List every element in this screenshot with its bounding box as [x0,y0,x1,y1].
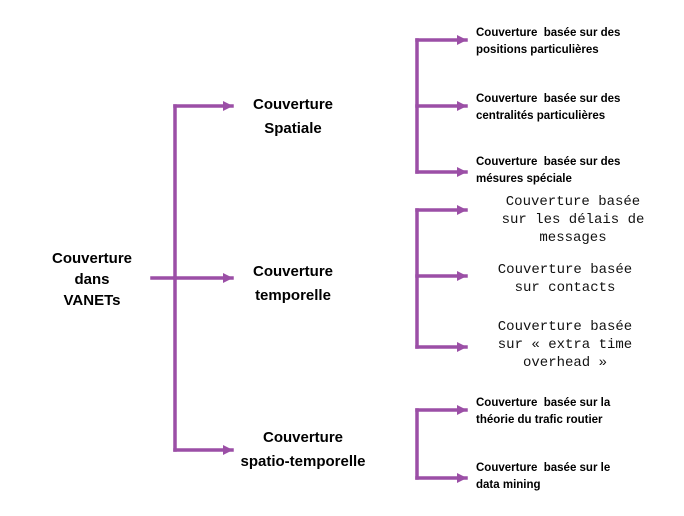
leaf-spatial-positions: Couverture basée sur des positions parti… [476,27,621,56]
root-node: Couverture dans VANETs [51,250,133,309]
leaf-temporal-overhead: Couverture basée sur « extra time overhe… [497,319,633,371]
category-spatio-temporal: Couverture spatio-temporelle [240,429,366,470]
leaf-spatiotemporal-datamining: Couverture basée sur le data mining [476,462,611,491]
leaf-spatial-measures: Couverture basée sur des mésures spécial… [476,156,621,185]
category-spatial: Couverture Spatiale [252,96,334,137]
leaf-temporal-delays: Couverture basée sur les délais de messa… [501,194,645,246]
leaf-temporal-contacts: Couverture basée sur contacts [497,262,633,296]
category-temporal: Couverture temporelle [252,263,334,304]
leaf-spatial-centralities: Couverture basée sur des centralités par… [476,93,621,122]
leaf-spatiotemporal-traffic: Couverture basée sur la théorie du trafi… [476,397,611,426]
